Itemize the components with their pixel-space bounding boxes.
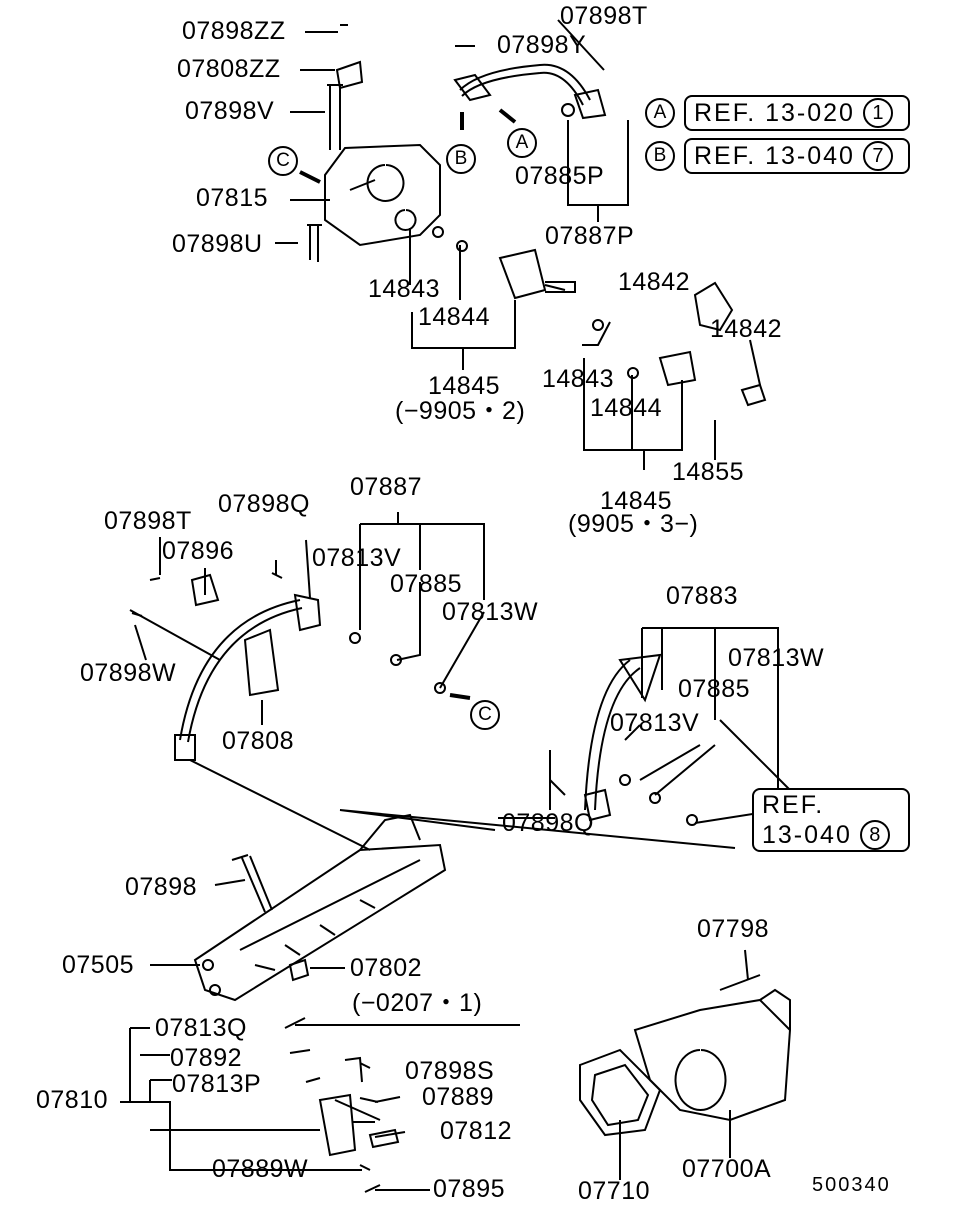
part-label: 07885P (515, 162, 605, 190)
ref-box-a: REF. 13-020 1 (684, 95, 910, 131)
part-label: 07898U (172, 230, 263, 258)
part-label: 07505 (62, 951, 135, 979)
ref-bottom-num: 8 (859, 820, 890, 850)
part-label: 14843 (542, 365, 615, 393)
part-label: 14842 (710, 315, 783, 343)
diagram-code: 500340 (812, 1174, 891, 1196)
callout-a: A (507, 128, 537, 158)
part-label: 14845 (428, 372, 501, 400)
ref-box-bottom: REF. 13-040 8 (752, 788, 910, 852)
part-label: 07813P (172, 1070, 262, 1098)
leader-lines (120, 19, 791, 1191)
part-label: 07896 (162, 537, 235, 565)
ref-box-b: REF. 13-040 7 (684, 138, 910, 174)
part-label: 07802 (350, 954, 423, 982)
callout-b: B (446, 144, 476, 174)
part-label: 07898Q (218, 490, 310, 518)
part-label: (9905・3−) (568, 510, 699, 538)
part-label: 07895 (433, 1175, 506, 1203)
part-label: 07889W (212, 1155, 309, 1183)
part-label: 07898T (104, 507, 192, 535)
part-label: 07887 (350, 473, 423, 501)
part-label: 07885 (390, 570, 463, 598)
ref-bottom-line1: REF. (762, 791, 825, 819)
part-label: 07813W (728, 644, 825, 672)
part-label: (−9905・2) (395, 397, 526, 425)
ref-text-a: REF. 13-020 (694, 99, 855, 127)
part-label: 07898T (560, 2, 648, 30)
ref-marker-a: A (645, 98, 675, 128)
part-label: 07889 (422, 1083, 495, 1111)
part-label: 07813W (442, 598, 539, 626)
part-label: 07710 (578, 1177, 651, 1205)
ref-num-b: 7 (862, 141, 893, 171)
callout-c: C (268, 146, 298, 176)
part-label: 07883 (666, 582, 739, 610)
part-label: 07898V (185, 97, 275, 125)
part-label: 07898S (405, 1057, 495, 1085)
part-label: 07885 (678, 675, 751, 703)
ref-text-b: REF. 13-040 (694, 142, 855, 170)
part-label: 14855 (672, 458, 745, 486)
part-label: 07887P (545, 222, 635, 250)
part-label: 14843 (368, 275, 441, 303)
ref-marker-b: B (645, 141, 675, 171)
part-label: 07813V (610, 709, 700, 737)
part-label: 07808 (222, 727, 295, 755)
ref-num-a: 1 (862, 98, 893, 128)
part-label: 07813Q (155, 1014, 247, 1042)
part-label: 14842 (618, 268, 691, 296)
part-label: 07808ZZ (177, 55, 281, 83)
part-label: 07813V (312, 544, 402, 572)
part-label: 07700A (682, 1155, 772, 1183)
part-label: 07898 (125, 873, 198, 901)
part-label: 07898Q (502, 809, 594, 837)
part-label: 14845 (600, 487, 673, 515)
ref-bottom-line2: 13-040 (762, 821, 852, 849)
part-label: 07898ZZ (182, 17, 286, 45)
part-label: 14844 (418, 303, 491, 331)
part-label: 07815 (196, 184, 269, 212)
part-label: 07810 (36, 1086, 109, 1114)
part-label: 07812 (440, 1117, 513, 1145)
part-label: 07798 (697, 915, 770, 943)
part-label: 07898W (80, 659, 177, 687)
ref-bottom-line2-wrap: 13-040 8 (762, 820, 890, 850)
part-label: 07898Y (497, 31, 587, 59)
part-label: 07892 (170, 1044, 243, 1072)
part-label: 14844 (590, 394, 663, 422)
part-label: (−0207・1) (352, 989, 483, 1017)
callout-c-lower: C (470, 700, 500, 730)
